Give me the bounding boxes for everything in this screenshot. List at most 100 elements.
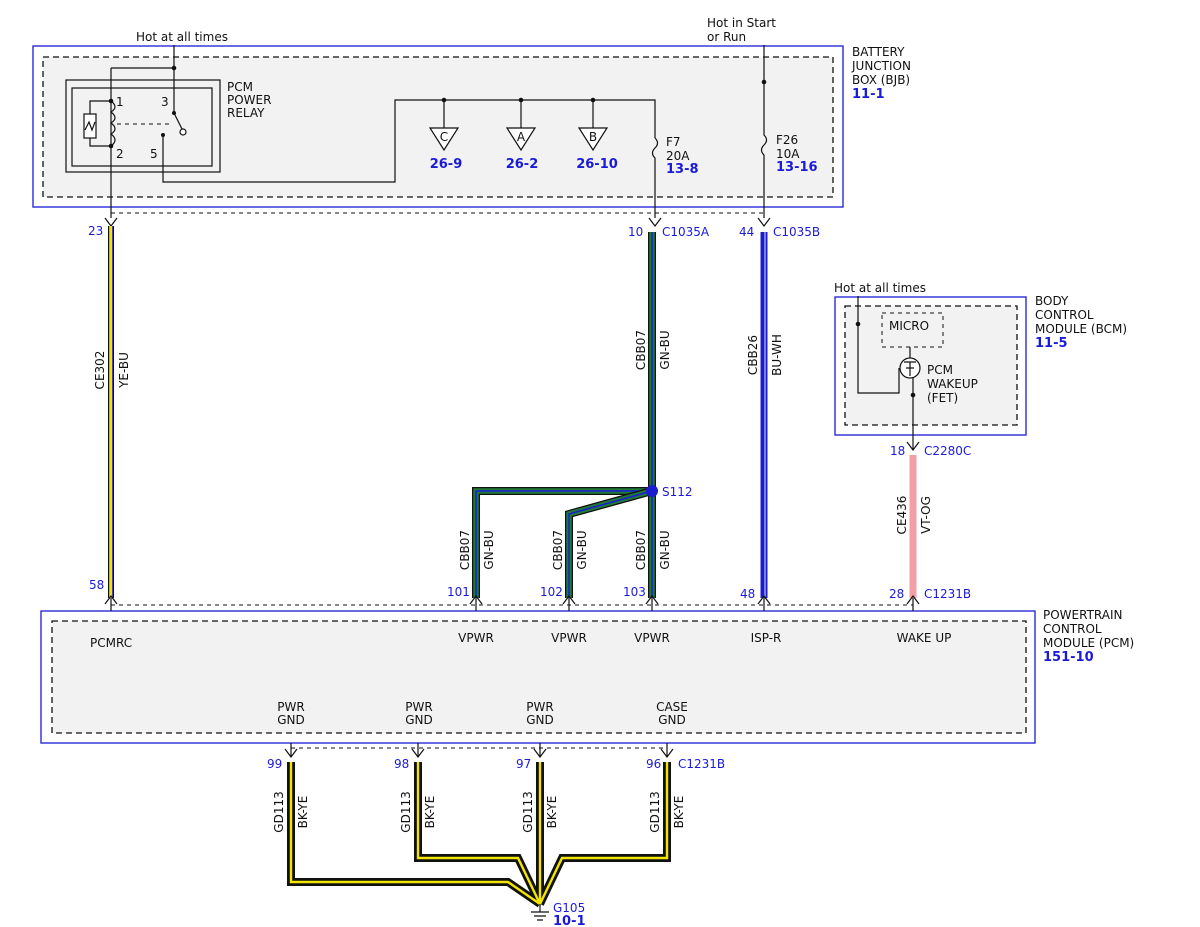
wire-label-gd113-96: GD113 (648, 791, 662, 832)
connector-c2280c: C2280C (924, 444, 971, 458)
bcm-title-2: CONTROL (1035, 308, 1094, 322)
ground-ref[interactable]: 10-1 (553, 914, 586, 927)
wire-label-gd113-99: GD113 (272, 791, 286, 832)
wire-cbb26-bu-wh: CBB26 BU-WH (746, 232, 784, 598)
relay-pin-3: 3 (161, 95, 169, 109)
pcm-pwr-1: PWR (277, 700, 304, 714)
wire-label-gd113-98: GD113 (399, 791, 413, 832)
connector-c1035b: C1035B (773, 225, 820, 239)
bcm-ref[interactable]: 11-5 (1035, 336, 1068, 351)
fuse-f7-amp: 20A (666, 149, 690, 163)
pin-44: 44 (739, 225, 754, 239)
pin-97: 97 (516, 757, 531, 771)
pcm-pwr-3: PWR (526, 700, 553, 714)
wire-label-cbb07-103: CBB07 (634, 530, 648, 570)
pcm-pin-vpwr-3: VPWR (634, 631, 670, 645)
fet-label-3: (FET) (927, 391, 958, 405)
pcm-title-1: POWERTRAIN (1043, 608, 1123, 622)
wire-label-cbb26: CBB26 (746, 335, 760, 375)
pcm-pin-vpwr-1: VPWR (458, 631, 494, 645)
wire-color-bk-ye-99: BK-YE (296, 796, 310, 829)
connector-c1035a: C1035A (662, 225, 710, 239)
relay-pin-2: 2 (116, 147, 124, 161)
connector-c1231b-bottom: C1231B (678, 757, 725, 771)
relay-pin-1: 1 (116, 95, 124, 109)
pin-103: 103 (623, 585, 646, 599)
bjb-title-1: BATTERY (852, 45, 905, 59)
bjb-title-3: BOX (BJB) (852, 73, 910, 87)
pin-98: 98 (394, 757, 409, 771)
ref-26-10[interactable]: 26-10 (576, 157, 618, 172)
pin-18: 18 (890, 444, 905, 458)
ground-wires: GD113 BK-YE GD113 BK-YE GD113 BK-YE GD11… (272, 762, 686, 927)
pcm-ref[interactable]: 151-10 (1043, 650, 1094, 665)
wire-color-bu-wh: BU-WH (770, 334, 784, 376)
triangle-b-label: B (589, 130, 597, 144)
battery-junction-box: BATTERY JUNCTION BOX (BJB) 11-1 Hot at a… (32, 16, 911, 218)
hot-at-all-times-label: Hot at all times (136, 30, 228, 44)
ground-g105: G105 (553, 901, 585, 915)
wire-label-gd113-97: GD113 (521, 791, 535, 832)
pcm-title-3: MODULE (PCM) (1043, 636, 1134, 650)
or-run-label: or Run (707, 30, 746, 44)
pcm-gnd-4: GND (658, 713, 686, 727)
relay-label-1: PCM (227, 80, 253, 94)
micro-label: MICRO (889, 319, 929, 333)
triangle-b-icon (577, 127, 609, 152)
wire-color-bk-ye-97: BK-YE (545, 796, 559, 829)
wire-color-bk-ye-96: BK-YE (672, 796, 686, 829)
wire-label-ce302: CE302 (93, 351, 107, 390)
splice-s112-label: S112 (662, 485, 693, 499)
pcm-gnd-2: GND (405, 713, 433, 727)
wire-ce436-vt-og: CE436 VT-OG (895, 455, 933, 598)
wire-label-cbb07-top: CBB07 (634, 330, 648, 370)
wire-color-vt-og: VT-OG (919, 496, 933, 534)
pcm-gnd-3: GND (526, 713, 554, 727)
bus-branches: C A B 26-9 26-2 26-10 (428, 97, 618, 172)
connector-c1231b: C1231B (924, 587, 971, 601)
wire-color-bk-ye-98: BK-YE (423, 796, 437, 829)
ref-26-2[interactable]: 26-2 (506, 157, 539, 172)
wire-label-cbb07-101: CBB07 (458, 530, 472, 570)
hot-in-start-label: Hot in Start (707, 16, 776, 30)
ref-26-9[interactable]: 26-9 (430, 157, 463, 172)
fuse-f7-ref[interactable]: 13-8 (666, 162, 699, 177)
pcm-case: CASE (656, 700, 688, 714)
wire-label-cbb07-102: CBB07 (551, 530, 565, 570)
wire-color-gn-bu-101: GN-BU (482, 530, 496, 569)
bjb-title-2: JUNCTION (851, 59, 911, 73)
fuse-f26: F26 10A 13-16 (760, 45, 818, 218)
relay-label-3: RELAY (227, 106, 265, 120)
wire-cbb07-gn-bu: S112 CBB07 GN-BU CBB07 GN-BU CBB07 GN-BU… (458, 232, 693, 598)
bjb-connector-pins: 23 10 44 C1035A C1035B (88, 217, 820, 239)
relay-label-2: POWER (227, 93, 271, 107)
pcm-power-relay: PCM POWER RELAY 1 2 3 5 (65, 65, 656, 183)
wire-color-gn-bu-top: GN-BU (658, 330, 672, 369)
triangle-c-icon (428, 127, 460, 152)
pin-23: 23 (88, 224, 103, 238)
fet-label-1: PCM (927, 363, 953, 377)
wire-ce302-ye-bu: CE302 YE-BU (93, 226, 131, 598)
powertrain-control-module: POWERTRAIN CONTROL MODULE (PCM) 151-10 5… (40, 578, 1134, 771)
pin-58: 58 (89, 578, 104, 592)
pcm-pin-isp-r: ISP-R (751, 631, 782, 645)
wire-color-ye-bu: YE-BU (117, 352, 131, 389)
fuse-f7: F7 20A 13-8 (651, 135, 699, 218)
triangle-c-label: C (440, 130, 448, 144)
pin-101: 101 (447, 585, 470, 599)
pcm-pin-pcmrc: PCMRC (90, 636, 132, 650)
wire-label-ce436: CE436 (895, 496, 909, 535)
bcm-title-1: BODY (1035, 294, 1069, 308)
triangle-a-label: A (517, 130, 526, 144)
triangle-a-icon (505, 127, 537, 152)
pin-102: 102 (540, 585, 563, 599)
fet-label-2: WAKEUP (927, 377, 978, 391)
fuse-f26-amp: 10A (776, 147, 800, 161)
pin-28: 28 (889, 587, 904, 601)
fuse-f26-ref[interactable]: 13-16 (776, 160, 818, 175)
bjb-ref[interactable]: 11-1 (852, 87, 885, 102)
fuse-f7-label: F7 (666, 135, 681, 149)
wire-color-gn-bu-102: GN-BU (575, 530, 589, 569)
splice-s112-dot (646, 485, 658, 497)
